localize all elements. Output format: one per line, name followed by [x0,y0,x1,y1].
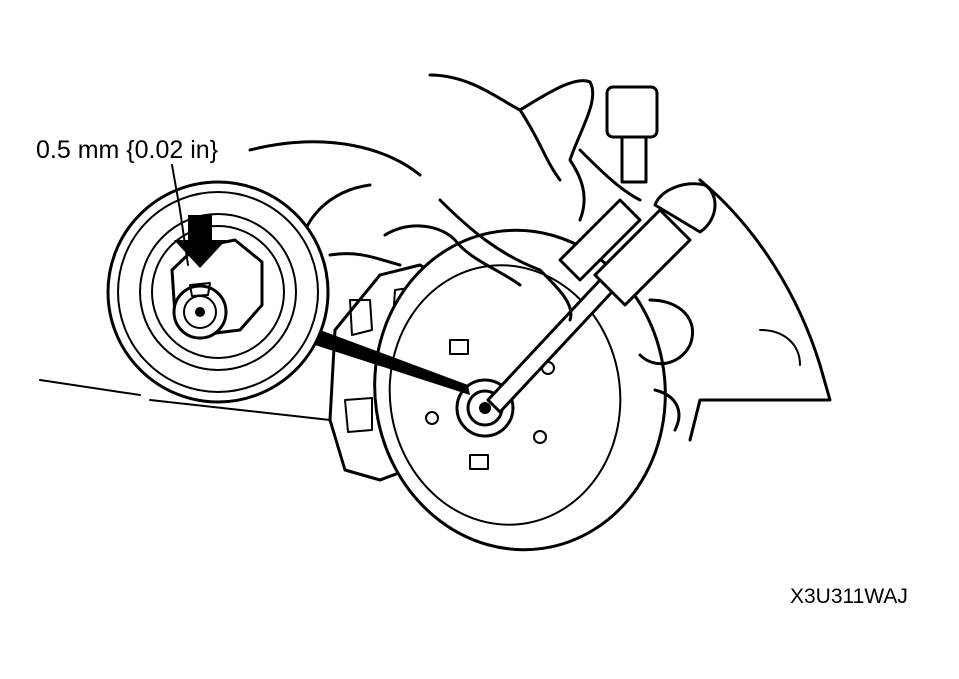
dimension-label: 0.5 mm {0.02 in} [36,136,219,164]
detail-magnifier [106,180,330,404]
hands [383,73,695,432]
chisel-and-hammer [486,182,717,414]
dimension-leader [171,164,189,266]
down-arrow-icon [174,215,226,268]
figure-code: X3U311WAJ [790,585,908,608]
strut [578,85,659,202]
detail-pointer [315,330,470,395]
